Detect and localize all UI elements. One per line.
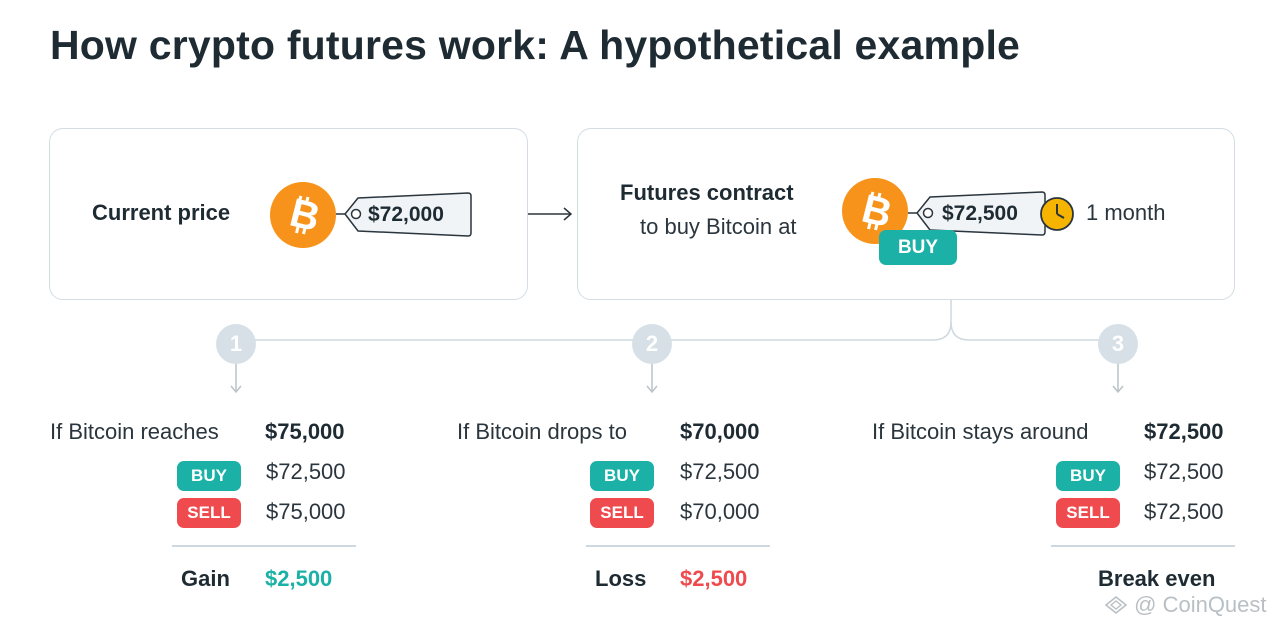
scenario-target-price: $70,000 [680,419,760,444]
scenario-condition: If Bitcoin reaches [50,419,219,444]
futures-contract-sublabel: to buy Bitcoin at [640,214,797,239]
scenario-condition: If Bitcoin stays around [872,419,1089,444]
result-value: $2,500 [265,566,333,591]
sell-badge: SELL [1056,498,1120,528]
bitcoin-icon: B [842,178,908,244]
futures-price-value: $72,500 [942,202,1018,225]
buy-price: $72,500 [680,459,760,484]
buy-price: $72,500 [266,459,346,484]
price-tag-icon [336,192,472,237]
current-price-label: Current price [92,200,231,225]
futures-contract-label: Futures contract [620,180,794,205]
watermark: @ CoinQuest [1104,592,1267,618]
coinquest-logo-icon [1104,595,1128,615]
buy-badge: BUY [879,230,957,265]
result-label: Break even [1098,566,1216,591]
result-value: $2,500 [680,566,748,591]
buy-badge: BUY [177,461,241,491]
scenario-target-price: $75,000 [265,419,345,444]
divider [1051,545,1235,547]
sell-price: $72,500 [1144,499,1224,524]
divider [586,545,770,547]
buy-price: $72,500 [1144,459,1224,484]
buy-badge: BUY [590,461,654,491]
step-number-3: 3 [1098,324,1138,364]
sell-price: $75,000 [266,499,346,524]
divider [172,545,356,547]
watermark-text: @ CoinQuest [1134,592,1267,617]
step-number-2: 2 [632,324,672,364]
sell-price: $70,000 [680,499,760,524]
page-title: How crypto futures work: A hypothetical … [50,22,1021,68]
sell-badge: SELL [590,498,654,528]
scenario-target-price: $72,500 [1144,419,1224,444]
buy-badge: BUY [1056,461,1120,491]
price-tag-icon [908,191,1046,236]
contract-duration: 1 month [1086,200,1166,225]
bitcoin-icon: B [270,182,336,248]
result-label: Loss [595,566,647,591]
current-price-value: $72,000 [368,203,444,226]
sell-badge: SELL [177,498,241,528]
result-label: Gain [181,566,230,591]
step-number-1: 1 [216,324,256,364]
clock-icon [1040,197,1074,231]
scenario-condition: If Bitcoin drops to [457,419,627,444]
